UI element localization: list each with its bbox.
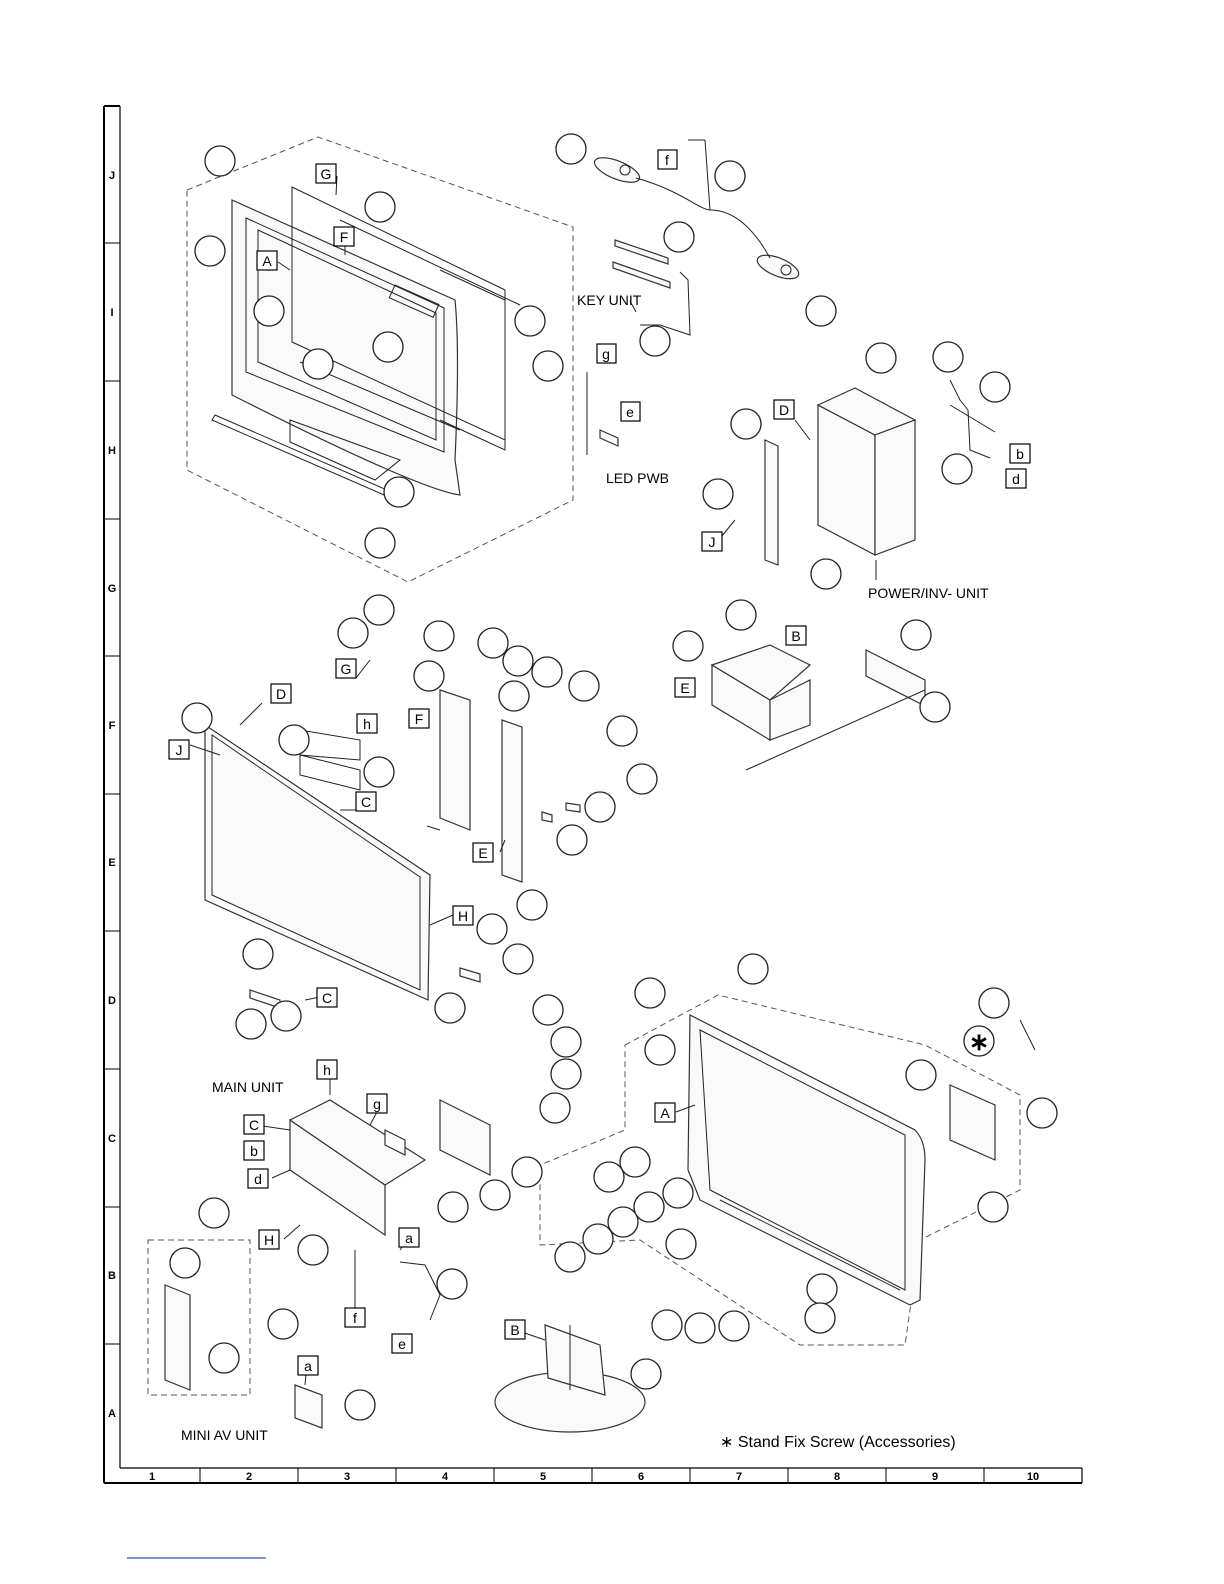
ref-box-label: a bbox=[405, 1230, 413, 1246]
ref-box-label: d bbox=[1012, 471, 1020, 487]
power-inv-unit-label: POWER/INV- UNIT bbox=[868, 585, 989, 601]
stand bbox=[495, 1325, 645, 1432]
ref-box-label: g bbox=[602, 346, 610, 362]
ref-box-label: A bbox=[262, 253, 272, 269]
ref-box-label: h bbox=[323, 1062, 331, 1078]
row-label: I bbox=[110, 307, 113, 319]
ref-box-label: B bbox=[791, 628, 800, 644]
ref-box-label: D bbox=[779, 402, 789, 418]
column-label: 9 bbox=[932, 1471, 938, 1483]
ref-box-label: h bbox=[363, 716, 371, 732]
mini-av-unit-label: MINI AV UNIT bbox=[181, 1427, 268, 1443]
ref-box-label: G bbox=[321, 166, 332, 182]
row-labels: J I H G F E D C B A bbox=[108, 170, 117, 1420]
ref-box-label: D bbox=[276, 686, 286, 702]
ref-box-label: E bbox=[680, 680, 689, 696]
ref-box-label: e bbox=[398, 1336, 406, 1352]
row-label: D bbox=[108, 995, 116, 1007]
ref-box-label: b bbox=[1016, 446, 1024, 462]
ref-box-label: E bbox=[478, 845, 487, 861]
column-label: 5 bbox=[540, 1471, 546, 1483]
column-label: 7 bbox=[736, 1471, 742, 1483]
row-label: H bbox=[108, 445, 116, 457]
ref-box-label: H bbox=[458, 908, 468, 924]
column-label: 6 bbox=[638, 1471, 644, 1483]
row-label: C bbox=[108, 1133, 116, 1145]
ref-box-label: f bbox=[665, 152, 669, 168]
column-label: 10 bbox=[1027, 1471, 1039, 1483]
row-label: G bbox=[108, 583, 117, 595]
ref-box-label: f bbox=[353, 1310, 357, 1326]
ref-box-label: C bbox=[249, 1117, 259, 1133]
ref-box-label: e bbox=[626, 404, 634, 420]
ref-box-label: a bbox=[304, 1358, 312, 1374]
ref-box-label: F bbox=[415, 711, 424, 727]
ref-box-label: J bbox=[176, 742, 183, 758]
ref-box-label: F bbox=[340, 229, 349, 245]
ref-box-label: b bbox=[250, 1143, 258, 1159]
ref-box-label: A bbox=[660, 1105, 670, 1121]
row-label: J bbox=[109, 170, 115, 182]
ref-box-label: g bbox=[373, 1096, 381, 1112]
key-unit bbox=[613, 240, 690, 335]
row-label: E bbox=[108, 857, 115, 869]
lcd-panel bbox=[205, 725, 430, 1000]
column-label: 1 bbox=[149, 1471, 155, 1483]
ref-box-label: J bbox=[709, 534, 716, 550]
speakers bbox=[591, 140, 801, 284]
led-pwb bbox=[587, 372, 618, 455]
led-pwb-label: LED PWB bbox=[606, 470, 669, 486]
column-label: 2 bbox=[246, 1471, 252, 1483]
main-unit-label: MAIN UNIT bbox=[212, 1079, 284, 1095]
column-labels: 1 2 3 4 5 6 7 8 9 10 bbox=[149, 1471, 1039, 1483]
ref-box-label: C bbox=[361, 794, 371, 810]
row-label: F bbox=[109, 720, 116, 732]
accessory-symbol: ∗ bbox=[969, 1029, 989, 1056]
key-unit-label: KEY UNIT bbox=[577, 292, 642, 308]
row-label: A bbox=[108, 1408, 116, 1420]
ref-box-label: C bbox=[322, 990, 332, 1006]
column-label: 4 bbox=[442, 1471, 449, 1483]
terminal-bracket bbox=[712, 645, 925, 770]
footnote: ∗ Stand Fix Screw (Accessories) bbox=[720, 1434, 956, 1451]
ref-box-label: H bbox=[264, 1232, 274, 1248]
ref-box-label: G bbox=[341, 661, 352, 677]
ref-box-label: d bbox=[254, 1171, 262, 1187]
column-label: 3 bbox=[344, 1471, 350, 1483]
rear-cabinet bbox=[688, 1015, 995, 1305]
ref-box-label: B bbox=[510, 1322, 519, 1338]
column-label: 8 bbox=[834, 1471, 840, 1483]
row-label: B bbox=[108, 1270, 116, 1282]
